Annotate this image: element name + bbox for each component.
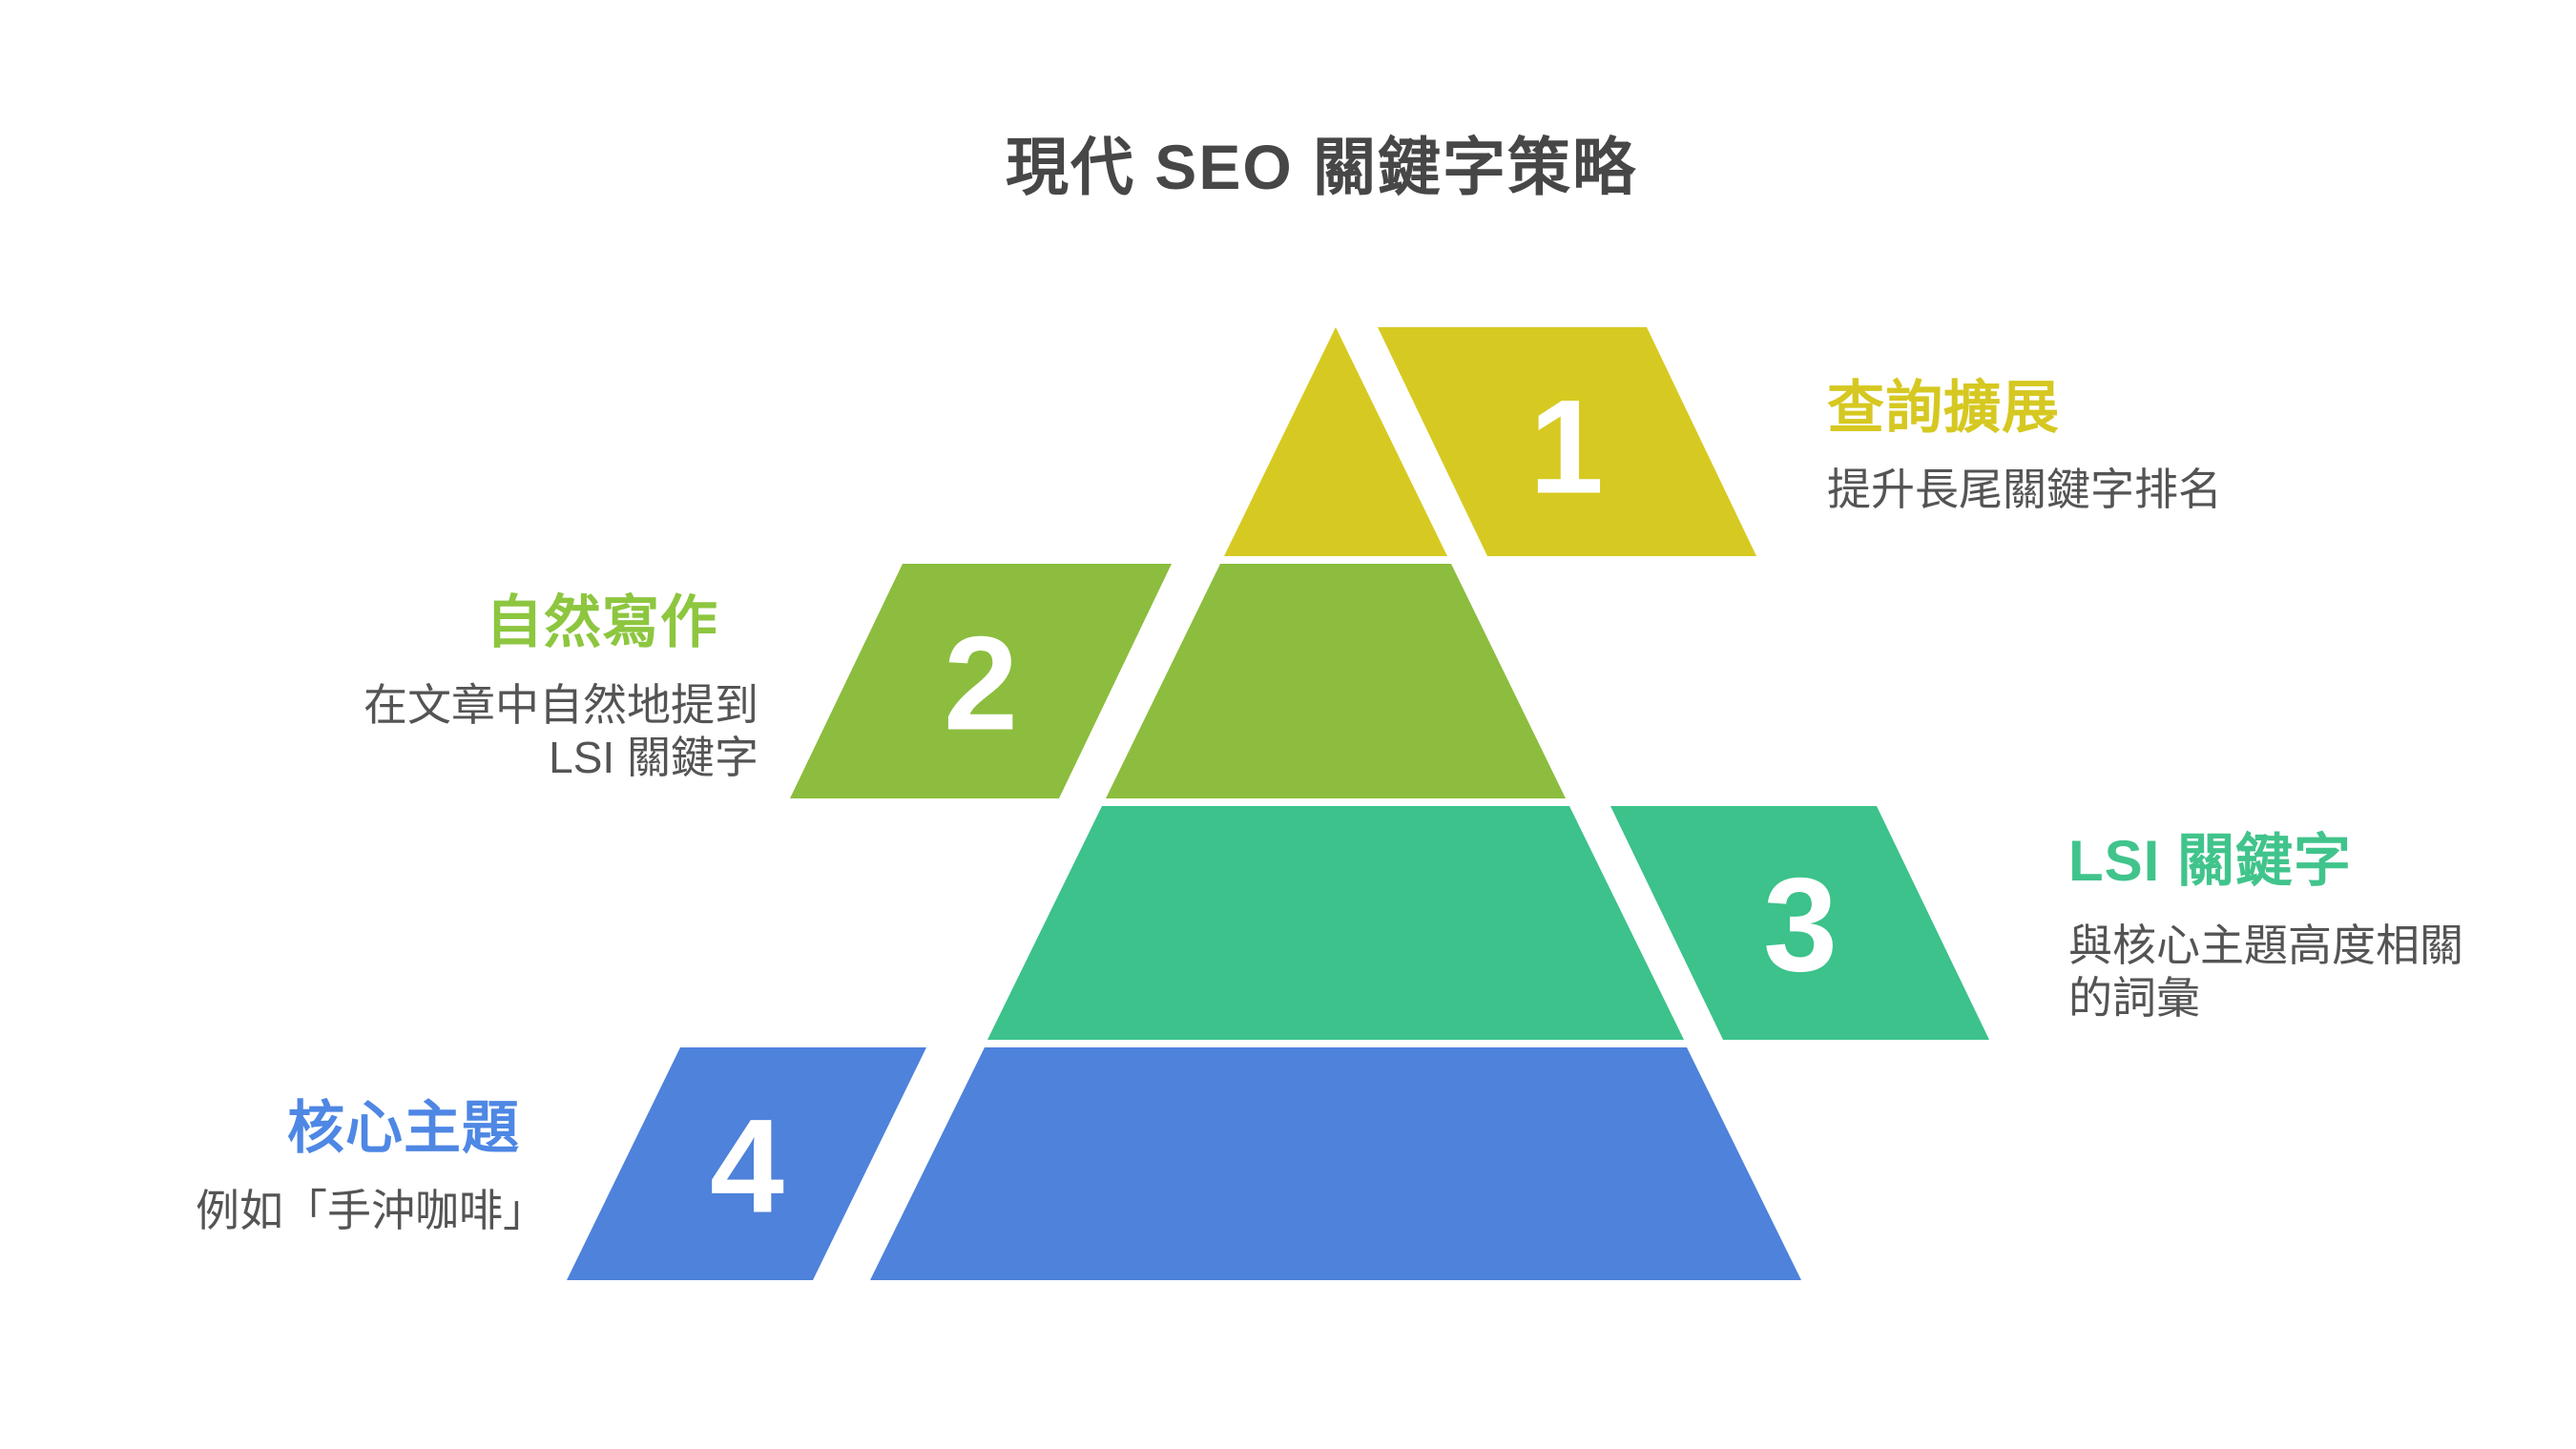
layer2-description: 在文章中自然地提到 LSI 關鍵字 [364,679,758,784]
layer4-description-line: 例如「手沖咖啡」 [196,1186,547,1235]
layer1-description: 提升長尾關鍵字排名 [1827,464,2222,516]
pyramid-layer4-main [870,1047,1801,1280]
layer4-description: 例如「手沖咖啡」 [196,1185,547,1237]
pyramid-layer1-tab [1378,327,1756,556]
pyramid-layer3-tab [1610,806,1989,1040]
layer3-heading: LSI 關鍵字 [2068,829,2353,893]
pyramid-layer2-main [1106,564,1566,798]
layer2-description-line: 在文章中自然地提到 [364,680,758,730]
layer3-number: 3 [1763,850,1838,1000]
layer2-heading: 自然寫作 [486,590,718,654]
pyramid-layer3-main [987,806,1684,1040]
layer4-number: 4 [710,1091,784,1241]
page-title: 現代 SEO 關鍵字策略 [1005,132,1638,202]
layer3-description-line: 的詞彙 [2068,973,2200,1023]
layer2-number: 2 [944,609,1018,758]
layer2-description-line: LSI 關鍵字 [549,733,758,782]
pyramid-layer4-tab [567,1047,926,1280]
layer1-number: 1 [1529,372,1604,522]
layer4-heading: 核心主題 [287,1096,520,1160]
layer1-description-line: 提升長尾關鍵字排名 [1827,465,2222,514]
layer3-description: 與核心主題高度相關 的詞彙 [2068,920,2463,1025]
layer3-description-line: 與核心主題高度相關 [2068,921,2463,970]
layer1-heading: 查詢擴展 [1827,376,2060,440]
pyramid-layer1-main [1224,327,1447,556]
pyramid-layer2-tab [790,564,1172,798]
